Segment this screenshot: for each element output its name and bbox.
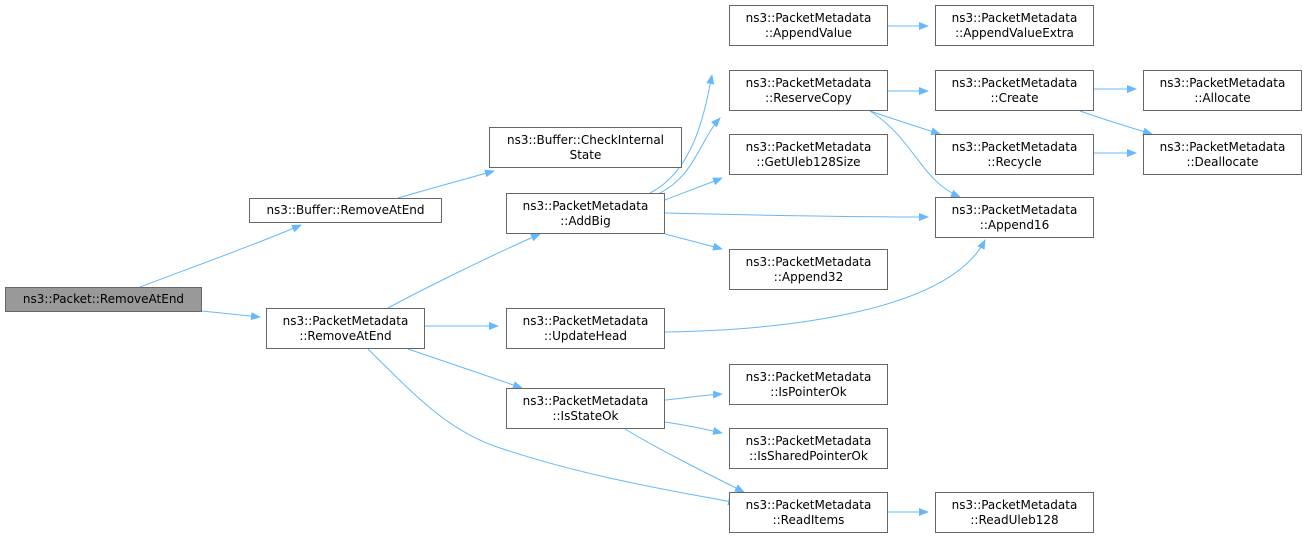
node-buf-remove[interactable]: ns3::Buffer::RemoveAtEnd — [249, 198, 442, 223]
edge-pm_addbig-to-pm_appendvalue — [649, 74, 715, 194]
node-label: ::ReadItems — [772, 512, 845, 527]
node-label: ::IsStateOk — [552, 408, 619, 423]
node-label: ::AddBig — [560, 213, 611, 228]
edge-buf_remove-to-buf_check — [397, 169, 495, 199]
node-pm-append32[interactable]: ns3::PacketMetadata::Append32 — [729, 249, 888, 290]
node-label: ns3::PacketMetadata — [951, 202, 1078, 217]
node-pm-ispointerok[interactable]: ns3::PacketMetadata::IsPointerOk — [729, 364, 888, 405]
edge-pm_addbig-to-pm_reservecopy — [659, 117, 721, 194]
node-label: ::AppendValueExtra — [955, 25, 1074, 40]
node-label: ns3::PacketMetadata — [745, 433, 872, 448]
node-label: ns3::Buffer::RemoveAtEnd — [266, 203, 425, 217]
node-label: ns3::PacketMetadata — [1159, 139, 1286, 154]
node-label: ::Create — [990, 90, 1039, 105]
node-label: ::IsPointerOk — [770, 384, 847, 399]
node-label: ::Allocate — [1194, 90, 1251, 105]
edge-pm_updatehead-to-pm_append16 — [664, 239, 986, 333]
node-label: State — [569, 147, 602, 162]
node-pm-create[interactable]: ns3::PacketMetadata::Create — [935, 70, 1094, 111]
node-label: ns3::PacketMetadata — [745, 254, 872, 269]
node-label: ::Append32 — [773, 269, 844, 284]
edge-pm_addbig-to-pm_append16 — [664, 212, 929, 221]
node-label: ::ReadUleb128 — [970, 512, 1059, 527]
node-label: ns3::PacketMetadata — [951, 139, 1078, 154]
node-label: ns3::PacketMetadata — [951, 10, 1078, 25]
edge-pm_create-to-pm_deallocate — [1079, 110, 1153, 136]
node-label: ::ReserveCopy — [765, 90, 852, 105]
edge-pm_reservecopy-to-pm_append16 — [869, 110, 961, 198]
edge-pm_addbig-to-pm_append32 — [664, 233, 723, 251]
node-label: ::UpdateHead — [544, 328, 627, 343]
node-label: ::Recycle — [987, 154, 1042, 169]
node-label: ns3::PacketMetadata — [745, 369, 872, 384]
node-pm-appendvalue[interactable]: ns3::PacketMetadata::AppendValue — [729, 5, 888, 46]
node-pm-append16[interactable]: ns3::PacketMetadata::Append16 — [935, 197, 1094, 238]
node-label: ns3::PacketMetadata — [745, 139, 872, 154]
edge-pm_isstateok-to-pm_readitems — [624, 428, 745, 493]
node-label: ns3::Buffer::CheckInternal — [506, 132, 665, 147]
node-label: ns3::PacketMetadata — [1159, 75, 1286, 90]
node-pm-addbig[interactable]: ns3::PacketMetadata::AddBig — [506, 193, 665, 234]
node-label: ns3::PacketMetadata — [745, 75, 872, 90]
edge-pm_isstateok-to-pm_issharedok — [664, 421, 723, 435]
node-label: ::Append16 — [979, 217, 1050, 232]
node-pm-getuleb[interactable]: ns3::PacketMetadata::GetUleb128Size — [729, 134, 888, 175]
node-root: ns3::Packet::RemoveAtEnd — [5, 287, 202, 312]
node-pm-readitems[interactable]: ns3::PacketMetadata::ReadItems — [729, 492, 888, 533]
node-label: ::RemoveAtEnd — [299, 328, 392, 343]
node-pm-deallocate[interactable]: ns3::PacketMetadata::Deallocate — [1143, 134, 1302, 175]
edge-pm_addbig-to-pm_getuleb — [664, 177, 723, 201]
node-label: ::IsSharedPointerOk — [749, 448, 868, 463]
node-label: ns3::PacketMetadata — [522, 198, 649, 213]
edge-pm_remove-to-pm_isstateok — [407, 348, 523, 389]
node-pm-isstateok[interactable]: ns3::PacketMetadata::IsStateOk — [506, 388, 665, 429]
node-pm-updatehead[interactable]: ns3::PacketMetadata::UpdateHead — [506, 308, 665, 349]
edge-root-to-buf_remove — [139, 224, 302, 288]
node-label: ns3::PacketMetadata — [282, 313, 409, 328]
node-pm-recycle[interactable]: ns3::PacketMetadata::Recycle — [935, 134, 1094, 175]
node-pm-readuleb[interactable]: ns3::PacketMetadata::ReadUleb128 — [935, 492, 1094, 533]
node-label: ns3::PacketMetadata — [745, 497, 872, 512]
node-label: ns3::PacketMetadata — [951, 497, 1078, 512]
edge-root-to-pm_remove — [201, 310, 261, 321]
node-pm-appendvalueextra[interactable]: ns3::PacketMetadata::AppendValueExtra — [935, 5, 1094, 46]
node-label: ns3::PacketMetadata — [745, 10, 872, 25]
node-pm-reservecopy[interactable]: ns3::PacketMetadata::ReserveCopy — [729, 70, 888, 111]
node-label: ns3::PacketMetadata — [522, 393, 649, 408]
node-pm-remove[interactable]: ns3::PacketMetadata::RemoveAtEnd — [266, 308, 425, 349]
edge-pm_isstateok-to-pm_ispointerok — [664, 390, 723, 401]
edge-pm_remove-to-pm_readitems — [367, 348, 738, 506]
node-label: ns3::PacketMetadata — [522, 313, 649, 328]
edge-pm_remove-to-pm_addbig — [387, 233, 541, 309]
node-label: ::Deallocate — [1186, 154, 1259, 169]
node-pm-issharedok[interactable]: ns3::PacketMetadata::IsSharedPointerOk — [729, 428, 888, 469]
node-label: ::GetUleb128Size — [756, 154, 861, 169]
node-label: ns3::PacketMetadata — [951, 75, 1078, 90]
edge-pm_reservecopy-to-pm_recycle — [869, 110, 941, 136]
node-label: ns3::Packet::RemoveAtEnd — [22, 292, 185, 306]
node-label: ::AppendValue — [764, 25, 853, 40]
node-pm-allocate[interactable]: ns3::PacketMetadata::Allocate — [1143, 70, 1302, 111]
